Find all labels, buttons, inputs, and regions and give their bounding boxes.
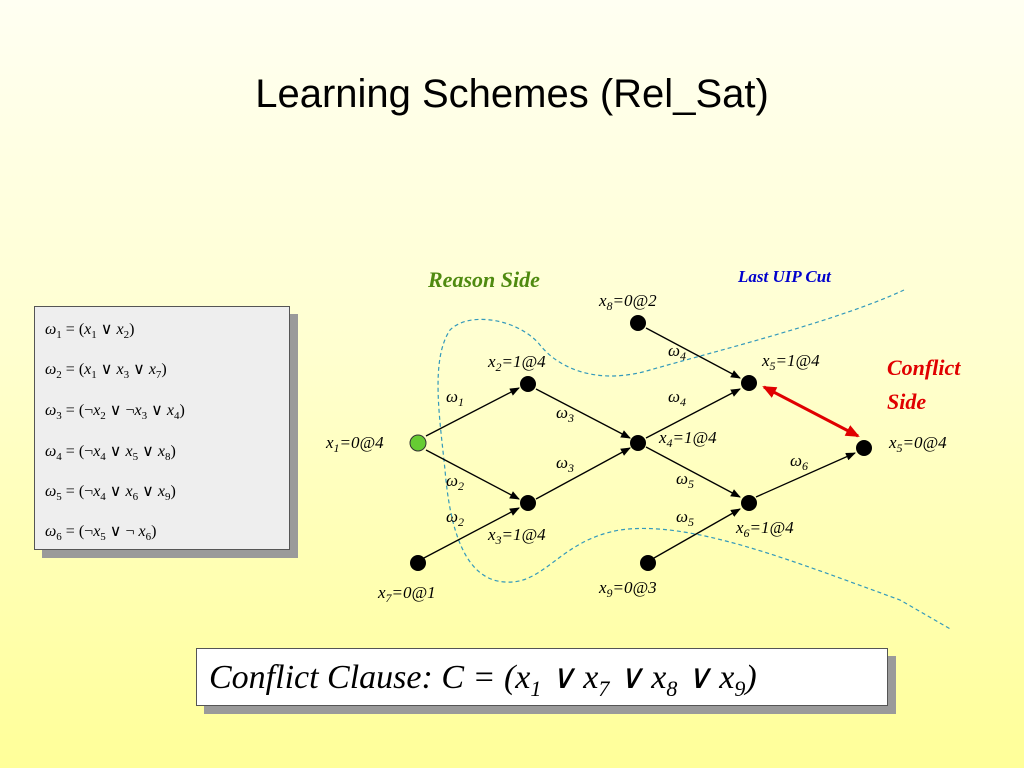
node-label-x7: x7=0@1 (377, 583, 436, 605)
graph-nodes (409, 315, 872, 571)
node-x9 (640, 555, 656, 571)
last-uip-cut-label: Last UIP Cut (737, 267, 832, 286)
clause-1: ω1 = (x1 ∨ x2) (45, 321, 135, 342)
node-label-x2: x2=1@4 (487, 352, 546, 374)
clause-2: ω2 = (x1 ∨ x3 ∨ x7) (45, 361, 167, 382)
edge-label-omega4-b: ω4 (668, 387, 686, 409)
node-x3 (520, 495, 536, 511)
node-x6 (741, 495, 757, 511)
edge-x4-x5 (645, 388, 741, 439)
clause-list-box: ω1 = (x1 ∨ x2) ω2 = (x1 ∨ x3 ∨ x7) ω3 = … (34, 306, 290, 550)
edge-label-omega2-b: ω2 (446, 507, 464, 529)
edge-label-omega6: ω6 (790, 451, 808, 473)
clause-6: ω6 = (¬x5 ∨ ¬ x6) (45, 523, 157, 544)
edge-x1-x2 (425, 387, 520, 437)
edge-label-omega3-b: ω3 (556, 453, 574, 475)
conflict-clause-text: Conflict Clause: C = (x1 ∨ x7 ∨ x8 ∨ x9) (209, 659, 757, 701)
edge-x4-x6 (645, 446, 741, 498)
reason-side-label: Reason Side (427, 267, 540, 292)
edge-label-omega4-a: ω4 (668, 341, 686, 363)
edge-x8-x5 (645, 327, 741, 379)
edge-x6-x5 (755, 452, 856, 498)
clause-3: ω3 = (¬x2 ∨ ¬x3 ∨ x4) (45, 402, 185, 423)
reason-side-cut-line (437, 289, 953, 631)
edge-x3-x4 (535, 447, 631, 500)
edge-label-omega5-a: ω5 (676, 469, 694, 491)
node-x4 (630, 435, 646, 451)
node-x2 (520, 376, 536, 392)
edge-x1-x3 (425, 449, 520, 500)
node-label-x3: x3=1@4 (487, 525, 546, 547)
node-x5a (741, 375, 757, 391)
node-label-x4: x4=1@4 (658, 428, 717, 450)
edge-label-omega3-a: ω3 (556, 403, 574, 425)
edge-x2-x4 (535, 388, 631, 439)
conflict-side-label-2: Side (887, 389, 926, 414)
conflict-clause-box: Conflict Clause: C = (x1 ∨ x7 ∨ x8 ∨ x9) (196, 648, 888, 706)
edge-label-omega2-a: ω2 (446, 471, 464, 493)
node-label-x9: x9=0@3 (598, 578, 657, 600)
node-label-x1: x1=0@4 (325, 433, 384, 455)
node-label-x5b: x5=0@4 (888, 433, 947, 455)
conflict-side-label-1: Conflict (887, 355, 961, 380)
slide-title: Learning Schemes (Rel_Sat) (255, 72, 769, 116)
node-x7 (410, 555, 426, 571)
conflict-arrow (762, 385, 860, 438)
node-x8 (630, 315, 646, 331)
edge-x9-x6 (653, 508, 741, 559)
edge-x7-x3 (421, 507, 520, 560)
clause-5: ω5 = (¬x4 ∨ x6 ∨ x9) (45, 483, 176, 504)
node-x1 (409, 434, 427, 452)
graph-edges (421, 327, 856, 560)
clause-4: ω4 = (¬x4 ∨ x5 ∨ x8) (45, 443, 176, 464)
node-x5b (856, 440, 872, 456)
node-label-x5a: x5=1@4 (761, 351, 820, 373)
edge-label-omega5-b: ω5 (676, 507, 694, 529)
node-label-x6: x6=1@4 (735, 518, 794, 540)
node-label-x8: x8=0@2 (598, 291, 657, 313)
edge-label-omega1: ω1 (446, 387, 464, 409)
